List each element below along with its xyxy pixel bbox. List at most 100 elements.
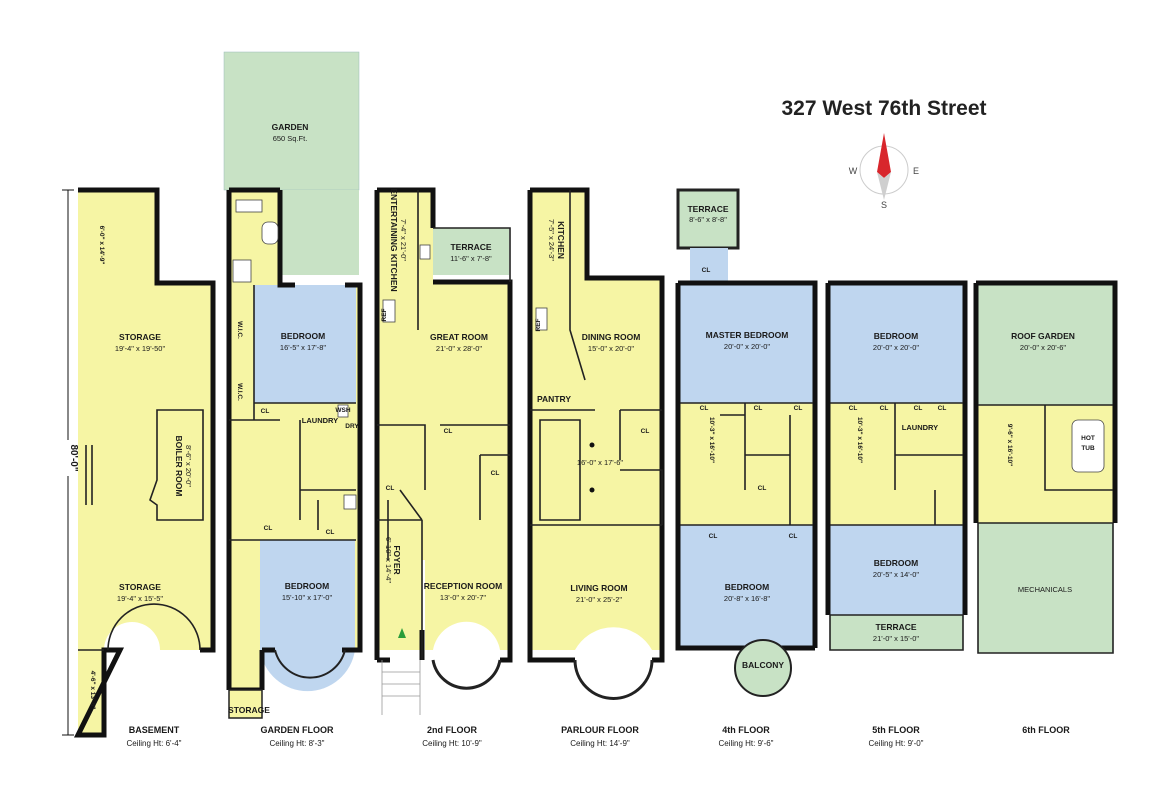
svg-text:16'-5" x 17'-8": 16'-5" x 17'-8": [280, 343, 326, 352]
svg-text:CL: CL: [754, 405, 763, 412]
svg-text:20'-8" x 16'-8": 20'-8" x 16'-8": [724, 594, 770, 603]
second-floor-plan: TERRACE 11'-6" x 7'-8" REF ENTERTAINING …: [374, 187, 513, 715]
fifth-floor-caption: 5th FLOOR: [872, 725, 920, 735]
svg-text:19'-4" x 15'-5": 19'-4" x 15'-5": [117, 594, 163, 603]
garden-bedroom-1-label: BEDROOM: [281, 331, 325, 341]
svg-text:13'-0" x 20'-7": 13'-0" x 20'-7": [440, 593, 486, 602]
svg-text:8'-6" x 20'-0": 8'-6" x 20'-0": [184, 445, 193, 487]
fourth-floor-plan: TERRACE 8'-6" x 8'-8" CL BALCONY MASTER …: [675, 188, 818, 697]
svg-text:CL: CL: [491, 470, 500, 477]
basement-plan: STORAGE 19'-4" x 19'-50" 6'-0" x 14'-9" …: [73, 187, 216, 738]
svg-text:W.I.C.: W.I.C.: [236, 383, 243, 401]
parlour-kitchen-label: KITCHEN: [556, 221, 566, 259]
svg-text:DRY: DRY: [345, 423, 359, 430]
compass-west-label: W: [849, 166, 858, 176]
fifth-floor-plan: BEDROOM 20'-0" x 20'-0" CL CL CL CL LAUN…: [825, 280, 968, 651]
garden-bedroom-2-label: BEDROOM: [285, 581, 329, 591]
sixth-floor-plan: HOT TUB ROOF GARDEN 20'-0" x 20'-6" 9'-6…: [973, 280, 1118, 654]
svg-text:CL: CL: [709, 533, 718, 540]
basement-storage-bottom: STORAGE: [119, 582, 161, 592]
svg-text:CL: CL: [849, 405, 858, 412]
svg-text:7'-4" x 21'-0": 7'-4" x 21'-0": [399, 219, 408, 261]
svg-text:CL: CL: [386, 485, 395, 492]
svg-text:HOT: HOT: [1081, 435, 1095, 442]
foyer-label: FOYER: [392, 545, 402, 574]
svg-text:19'-4" x 19'-50": 19'-4" x 19'-50": [115, 344, 166, 353]
fifth-bedroom-2-label: BEDROOM: [874, 558, 918, 568]
svg-text:20'-0" x 20'-0": 20'-0" x 20'-0": [724, 342, 770, 351]
svg-text:Ceiling Ht: 6'-4": Ceiling Ht: 6'-4": [126, 739, 181, 748]
master-bedroom-label: MASTER BEDROOM: [706, 330, 789, 340]
parlour-floor-plan: REF KITCHEN 7'-5" x 24'-3" DINING ROOM 1…: [527, 187, 665, 700]
overall-dimension-label: 80'-0": [68, 444, 79, 471]
reception-room-label: RECEPTION ROOM: [424, 581, 502, 591]
living-room-label: LIVING ROOM: [570, 583, 627, 593]
svg-text:W.I.C.: W.I.C.: [236, 321, 243, 339]
svg-text:8'-6" x 8'-8": 8'-6" x 8'-8": [689, 215, 727, 224]
plan-title: 327 West 76th Street: [781, 97, 986, 120]
svg-text:CL: CL: [444, 428, 453, 435]
svg-text:11'-6" x 7'-8": 11'-6" x 7'-8": [450, 254, 492, 263]
svg-text:6'-10" x 14'-4": 6'-10" x 14'-4": [384, 537, 393, 583]
svg-text:16'-0" x 17'-6": 16'-0" x 17'-6": [577, 458, 623, 467]
svg-text:Ceiling Ht: 9'-0": Ceiling Ht: 9'-0": [868, 739, 923, 748]
svg-text:CL: CL: [880, 405, 889, 412]
overall-dimension: 80'-0": [58, 189, 79, 736]
dining-room-label: DINING ROOM: [582, 332, 641, 342]
compass-south-label: S: [881, 200, 887, 210]
svg-text:WSH: WSH: [335, 407, 350, 414]
basement-caption: BASEMENT: [129, 725, 180, 735]
svg-text:CL: CL: [326, 529, 335, 536]
svg-text:20'-5" x 14'-0": 20'-5" x 14'-0": [873, 570, 919, 579]
fourth-floor-caption: 4th FLOOR: [722, 725, 770, 735]
svg-text:650 Sq.Ft.: 650 Sq.Ft.: [273, 134, 308, 143]
boiler-room-label: BOILER ROOM: [174, 436, 184, 497]
fifth-bedroom-1-label: BEDROOM: [874, 331, 918, 341]
svg-text:21'-0" x 28'-0": 21'-0" x 28'-0": [436, 344, 482, 353]
svg-text:15'-0" x 20'-0": 15'-0" x 20'-0": [588, 344, 634, 353]
laundry-label: LAUNDRY: [302, 416, 338, 425]
svg-text:Ceiling Ht: 10'-9": Ceiling Ht: 10'-9": [422, 739, 482, 748]
svg-text:6'-0" x 14'-9": 6'-0" x 14'-9": [98, 226, 105, 265]
fourth-terrace-label: TERRACE: [687, 204, 728, 214]
roof-garden-label: ROOF GARDEN: [1011, 331, 1075, 341]
basement-storage-top: STORAGE: [119, 332, 161, 342]
svg-text:20'-0" x 20'-0": 20'-0" x 20'-0": [873, 343, 919, 352]
svg-text:Ceiling Ht: 8'-3": Ceiling Ht: 8'-3": [269, 739, 324, 748]
svg-text:10'-3" x 16'-10": 10'-3" x 16'-10": [856, 417, 863, 463]
svg-text:CL: CL: [938, 405, 947, 412]
svg-text:TUB: TUB: [1081, 445, 1095, 452]
svg-text:CL: CL: [789, 533, 798, 540]
pantry-label: PANTRY: [537, 394, 571, 404]
svg-text:CL: CL: [794, 405, 803, 412]
compass-east-label: E: [913, 166, 919, 176]
svg-text:4'-6" x 13'-6": 4'-6" x 13'-6": [89, 671, 96, 710]
balcony-label: BALCONY: [742, 660, 784, 670]
garden-storage-label: STORAGE: [228, 705, 270, 715]
entertaining-kitchen-label: ENTERTAINING KITCHEN: [389, 188, 399, 291]
svg-text:CL: CL: [702, 267, 711, 274]
garden-floor-plan: GARDEN 650 Sq.Ft. BEDROOM 16'-5" x 17'-8…: [223, 51, 363, 719]
sixth-floor-caption: 6th FLOOR: [1022, 725, 1070, 735]
svg-text:CL: CL: [914, 405, 923, 412]
garden-floor-caption: GARDEN FLOOR: [261, 725, 334, 735]
svg-text:Ceiling Ht: 9'-6": Ceiling Ht: 9'-6": [718, 739, 773, 748]
svg-text:CL: CL: [261, 408, 270, 415]
svg-text:7'-5" x 24'-3": 7'-5" x 24'-3": [547, 219, 556, 261]
svg-text:CL: CL: [758, 485, 767, 492]
svg-text:21'-0" x 25'-2": 21'-0" x 25'-2": [576, 595, 622, 604]
svg-text:15'-10" x 17'-0": 15'-10" x 17'-0": [282, 593, 333, 602]
fourth-bedroom-label: BEDROOM: [725, 582, 769, 592]
svg-text:CL: CL: [264, 525, 273, 532]
svg-text:REF: REF: [535, 318, 542, 331]
garden-label: GARDEN: [272, 122, 309, 132]
fifth-terrace-label: TERRACE: [875, 622, 916, 632]
svg-text:CL: CL: [700, 405, 709, 412]
svg-text:CL: CL: [641, 428, 650, 435]
parlour-floor-caption: PARLOUR FLOOR: [561, 725, 639, 735]
second-terrace-label: TERRACE: [450, 242, 491, 252]
svg-text:REF: REF: [381, 308, 388, 321]
svg-text:9'-6" x 16'-10": 9'-6" x 16'-10": [1006, 424, 1013, 467]
fifth-laundry-label: LAUNDRY: [902, 423, 938, 432]
